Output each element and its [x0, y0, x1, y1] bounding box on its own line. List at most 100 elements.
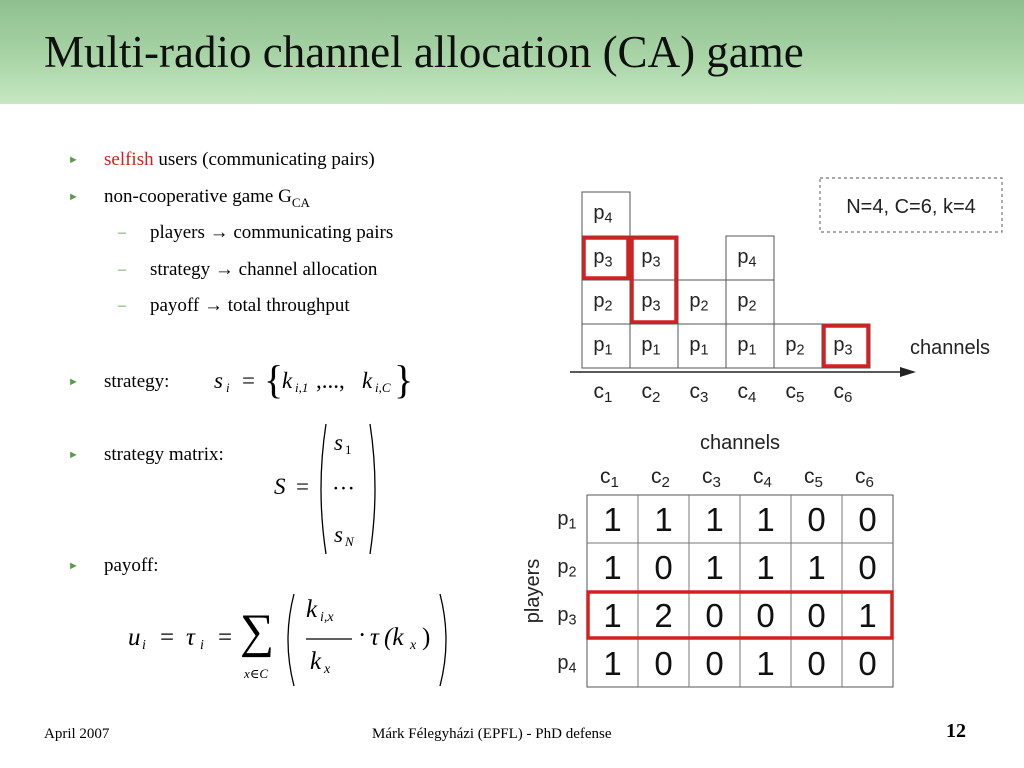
bullet-arrow-icon: ► [68, 154, 79, 166]
matrix-player-label: p1 [557, 508, 576, 533]
cell-player-label: p2 [689, 290, 708, 315]
matrix-channel-label: c6 [855, 465, 874, 491]
matrix-cell-value: 1 [705, 501, 723, 538]
matrix-player-label: p3 [557, 604, 576, 629]
matrix-cell-value: 0 [705, 645, 723, 682]
cell-player-label: p2 [785, 334, 804, 359]
channel-cell [677, 279, 727, 325]
sum-subscript: x∈C [244, 666, 269, 681]
formula-equals: = [296, 474, 309, 499]
bullet-text: non-cooperative game G [104, 186, 292, 207]
matrix-cell-value: 0 [807, 501, 825, 538]
bullet-arrow-icon: ► [68, 191, 79, 203]
bullet-noncoop-game: non-cooperative game GCA [104, 185, 310, 215]
formula-subscript: i [226, 380, 230, 395]
matrix-cell-value: 1 [603, 549, 621, 586]
formula-symbol: s [214, 368, 223, 393]
formula-symbol: u [128, 624, 141, 651]
sub-bullet-payoff: payoff → total throughput [150, 295, 350, 316]
footer-date: April 2007 [44, 726, 110, 742]
sub-bullet-dash: – [118, 261, 126, 278]
matrix-player-label: p2 [557, 556, 576, 581]
formula-symbol: s [334, 522, 343, 547]
channel-cell [629, 235, 679, 281]
formula-subscript: i,C [375, 380, 391, 395]
formula-symbol: τ [186, 624, 195, 651]
highlight-box [630, 236, 678, 324]
sub-bullet-strategy: strategy → channel allocation [150, 259, 378, 280]
matrix-cell-value: 0 [858, 645, 876, 682]
channel-label: c5 [786, 380, 805, 406]
cell-player-label: p2 [593, 290, 612, 315]
bullet-strategy: strategy: [104, 371, 170, 392]
matrix-cell-value: 1 [756, 501, 774, 538]
bullet-payoff: payoff: [104, 555, 159, 576]
channel-cell [821, 323, 871, 369]
cell-player-label: p4 [593, 202, 612, 227]
payoff-formula: u i = τ i = ∑ x∈C k i,x k x · τ (k x ) [126, 590, 456, 690]
formula-dots: ··· [332, 476, 355, 501]
formula-equals: = [218, 624, 233, 651]
matrix-channel-label: c4 [753, 465, 772, 491]
formula-symbol: τ [370, 624, 379, 651]
formula-symbol: k [310, 648, 322, 675]
cell-player-label: p1 [737, 334, 756, 359]
sub-bullet-players: players → communicating pairs [150, 222, 394, 243]
sub-bullet-dash: – [118, 297, 126, 314]
formula-symbol: k [282, 368, 293, 393]
formula-equals: = [160, 624, 175, 651]
channel-label: c1 [594, 380, 613, 406]
matrix-cell-value: 1 [756, 549, 774, 586]
cell-player-label: p3 [833, 334, 852, 359]
title-bar: Multi-radio channel allocation (CA) game [0, 0, 1024, 104]
matrix-cell-value: 1 [858, 597, 876, 634]
game-subscript: CA [291, 194, 310, 210]
matrix-col-header: channels [700, 432, 780, 454]
payoff-parentheses [287, 593, 447, 687]
channel-cell [581, 191, 631, 237]
right-brace: } [394, 357, 414, 402]
matrix-cell-value: 2 [654, 597, 672, 634]
selfish-word: selfish [104, 149, 154, 170]
matrix-cell-value: 1 [654, 501, 672, 538]
bullet-arrow-icon: ► [68, 449, 79, 461]
matrix-cell-value: 0 [858, 501, 876, 538]
matrix-cell-value: 0 [858, 549, 876, 586]
formula-subscript: x [410, 638, 417, 653]
bullet-text: users (communicating pairs) [153, 149, 375, 170]
matrix-channel-label: c2 [651, 465, 670, 491]
highlight-row [586, 590, 894, 640]
formula-subscript: i,x [320, 610, 334, 625]
cell-player-label: p1 [641, 334, 660, 359]
matrix-cell-value: 1 [705, 549, 723, 586]
channel-label: c6 [834, 380, 853, 406]
matrix-cell-value: 0 [807, 645, 825, 682]
left-brace: { [264, 357, 284, 402]
formula-subscript: i [142, 638, 146, 653]
formula-symbol: k [362, 368, 373, 393]
matrix-channel-label: c5 [804, 465, 823, 491]
sum-symbol: ∑ [240, 605, 275, 658]
matrix-cell-value: 0 [654, 549, 672, 586]
matrix-cell-value: 1 [603, 501, 621, 538]
channel-label: c4 [738, 380, 757, 406]
sub-bullet-dash: – [118, 224, 126, 241]
cell-player-label: p1 [593, 334, 612, 359]
bullet-arrow-icon: ► [68, 560, 79, 572]
matrix-channel-label: c3 [702, 465, 721, 491]
bullet-arrow-icon: ► [68, 376, 79, 388]
formula-equals: = [242, 368, 255, 393]
axis-arrow-icon [900, 367, 916, 377]
formula-symbol: S [274, 474, 286, 499]
matrix-formula: S = s 1 ··· s N [270, 420, 390, 560]
matrix-player-label: p4 [557, 652, 576, 677]
cell-player-label: p3 [641, 290, 660, 315]
channel-cell [725, 279, 775, 325]
channel-cell [725, 235, 775, 281]
formula-subscript: N [345, 534, 354, 549]
highlight-box [582, 236, 630, 280]
bullet-strategy-matrix: strategy matrix: [104, 444, 224, 465]
matrix-row-header: players [522, 559, 544, 623]
page-number: 12 [946, 720, 966, 742]
highlight-box [822, 324, 870, 368]
